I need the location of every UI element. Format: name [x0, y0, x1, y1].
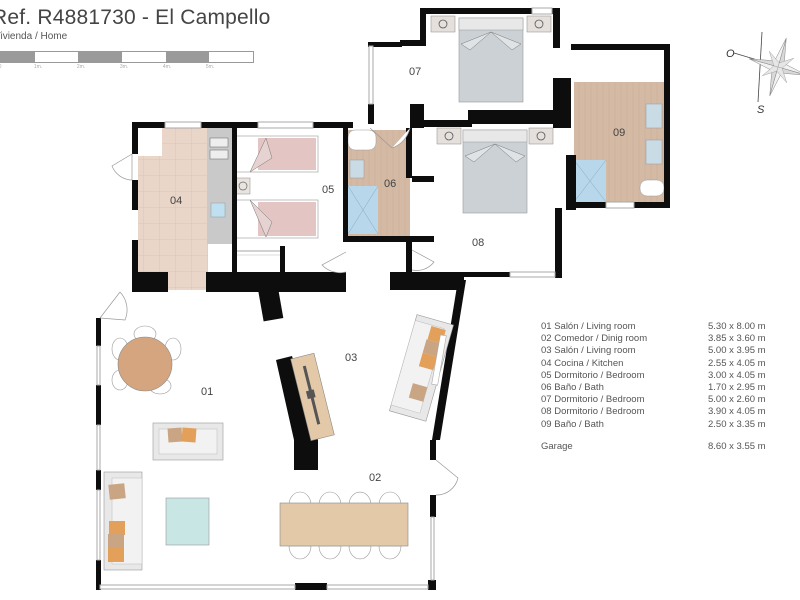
legend-room-name: 05 Dormitorio / Bedroom [541, 369, 645, 381]
room-label-09: 09 [613, 127, 625, 139]
legend-room-dim: 2.55 x 4.05 m [708, 357, 766, 369]
room-07-bedroom [430, 15, 552, 103]
legend-row: 05 Dormitorio / Bedroom 3.00 x 4.05 m [541, 370, 788, 382]
legend-room-dim: 2.50 x 3.35 m [708, 418, 766, 430]
room-04-kitchen [138, 128, 232, 290]
legend-row-garage: Garage 8.60 x 3.55 m [541, 441, 788, 453]
room-06-bath [347, 129, 410, 236]
room-label-04: 04 [170, 195, 182, 207]
legend-room-dim: 3.90 x 4.05 m [708, 406, 766, 418]
legend-row: 03 Salón / Living room 5.00 x 3.95 m [541, 345, 788, 357]
plan-title: Ref. R4881730 - El Campello [0, 6, 271, 29]
legend-row: 06 Baño / Bath 1.70 x 2.95 m [541, 382, 788, 394]
scale-label: 3m. [119, 64, 129, 70]
legend-row: 01 Salón / Living room 5.30 x 8.00 m [541, 321, 788, 333]
room-02-furniture [279, 491, 409, 560]
room-05-bedroom [235, 135, 319, 256]
scale-label: 1m. [33, 64, 43, 70]
scale-label: 0 [0, 64, 1, 70]
scale-segment [0, 52, 35, 62]
doors [99, 127, 459, 496]
scale-labels: 0 1m. 2m. 3m. 4m. 5m. [0, 64, 260, 72]
legend-room-name: 04 Cocina / Kitchen [541, 357, 624, 369]
room-label-01: 01 [201, 386, 213, 398]
scale-segment [165, 52, 210, 62]
compass-rose-icon: O S [726, 31, 800, 116]
scale-label: 4m. [162, 64, 172, 70]
room-label-05: 05 [322, 184, 334, 196]
legend-row: 09 Baño / Bath 2.50 x 3.35 m [541, 419, 788, 431]
room-label-06: 06 [384, 178, 396, 190]
room-08-bedroom [436, 127, 554, 214]
scale-segment [78, 52, 123, 62]
legend-room-dim: 3.85 x 3.60 m [708, 333, 766, 345]
room-label-08: 08 [472, 237, 484, 249]
legend-room-name: 08 Dormitorio / Bedroom [541, 406, 645, 418]
scale-bar [0, 51, 254, 63]
legend-row: 08 Dormitorio / Bedroom 3.90 x 4.05 m [541, 406, 788, 418]
legend-room-name: 06 Baño / Bath [541, 382, 604, 394]
scale-label: 2m. [76, 64, 86, 70]
compass-west-label: O [726, 48, 735, 60]
legend-room-dim: 5.00 x 2.60 m [708, 394, 766, 406]
room-label-02: 02 [369, 472, 381, 484]
legend-room-name: 02 Comedor / Dinig room [541, 333, 648, 345]
legend-room-dim: 3.00 x 4.05 m [708, 369, 766, 381]
legend-room-name: 07 Dormitorio / Bedroom [541, 394, 645, 406]
plan-subtitle: Vivienda / Home [0, 31, 68, 42]
room-09-bath [573, 82, 665, 204]
room-01-furniture [103, 325, 224, 571]
legend-row: 04 Cocina / Kitchen 2.55 x 4.05 m [541, 358, 788, 370]
legend-room-name: 01 Salón / Living room [541, 321, 636, 332]
legend-room-dim: 5.30 x 8.00 m [708, 321, 766, 332]
walls [96, 8, 670, 590]
legend-room-dim: 5.00 x 3.95 m [708, 345, 766, 357]
legend-row: 07 Dormitorio / Bedroom 5.00 x 2.60 m [541, 394, 788, 406]
scale-label: 5m. [205, 64, 215, 70]
room-legend: 01 Salón / Living room 5.30 x 8.00 m 02 C… [541, 321, 788, 453]
windows [96, 7, 635, 590]
scale-segment [34, 52, 79, 62]
legend-row: 02 Comedor / Dinig room 3.85 x 3.60 m [541, 333, 788, 345]
compass-south-label: S [757, 104, 765, 116]
legend-garage-dim: 8.60 x 3.55 m [708, 440, 766, 452]
room-label-07: 07 [409, 66, 421, 78]
room-label-03: 03 [345, 352, 357, 364]
scale-segment [209, 52, 254, 62]
legend-room-name: 03 Salón / Living room [541, 345, 636, 357]
legend-garage-name: Garage [541, 440, 573, 452]
room-03-furniture [290, 314, 454, 441]
legend-room-name: 09 Baño / Bath [541, 418, 604, 430]
scale-segment [122, 52, 166, 62]
legend-room-dim: 1.70 x 2.95 m [708, 382, 766, 394]
